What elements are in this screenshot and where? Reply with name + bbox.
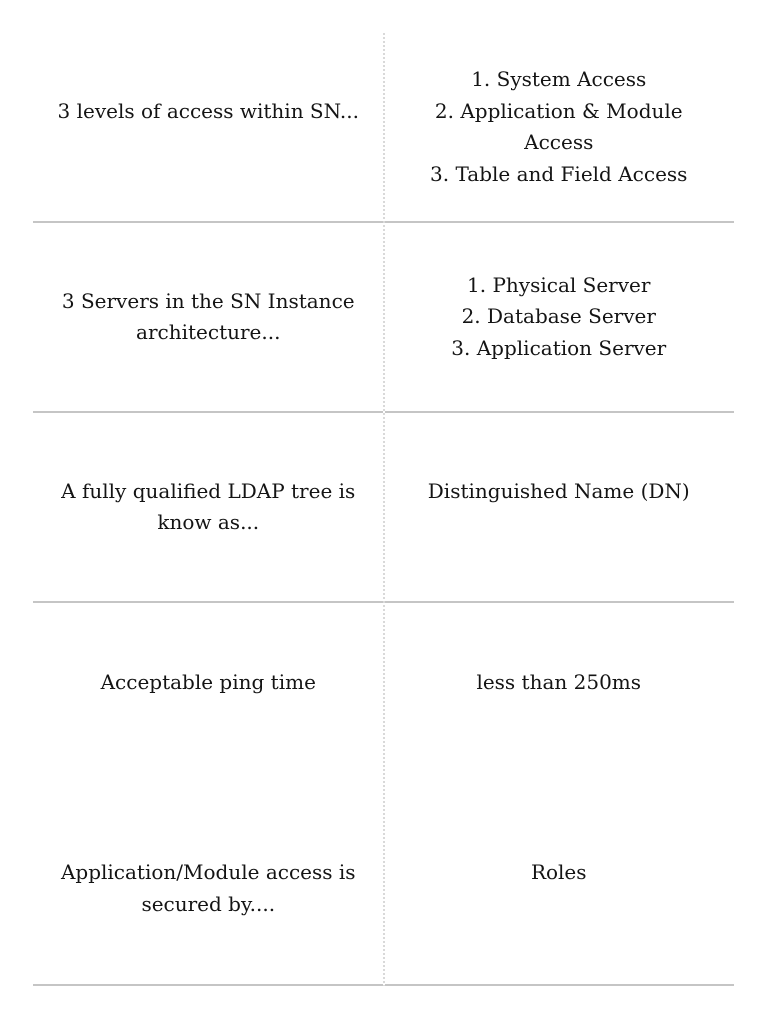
card-back-text: 3. Application Server bbox=[451, 335, 667, 360]
card-back-text: 2. Application & Module bbox=[434, 98, 683, 123]
card-back-text: 3. Table and Field Access bbox=[430, 161, 688, 186]
card-front: A fully qualified LDAP tree is know as..… bbox=[33, 413, 384, 601]
card-back: Distinguished Name (DN) bbox=[384, 413, 735, 601]
card-front: Application/Module access is secured by.… bbox=[33, 793, 384, 984]
card-front-text: Acceptable ping time bbox=[100, 669, 316, 694]
card-front-text: know as... bbox=[157, 510, 260, 534]
card-back: 1. System Access 2. Application & Module… bbox=[384, 33, 735, 221]
card-back-text: 1. System Access bbox=[471, 67, 647, 91]
card-front: 3 Servers in the SN Instance architectur… bbox=[33, 223, 384, 411]
card-front-text: 3 levels of access within SN... bbox=[57, 98, 359, 123]
card-back-text: less than 250ms bbox=[476, 669, 642, 694]
card-back: 1. Physical Server 2. Database Server 3.… bbox=[384, 223, 735, 411]
card-front-text: Application/Module access is bbox=[60, 860, 356, 884]
card-back: less than 250ms bbox=[384, 603, 735, 793]
card-back-text: 1. Physical Server bbox=[467, 272, 651, 297]
card-front-text: 3 Servers in the SN Instance bbox=[61, 288, 355, 313]
card-front-text: architecture... bbox=[136, 320, 281, 344]
card-front-text: secured by.... bbox=[141, 891, 276, 916]
card-front: Acceptable ping time bbox=[33, 603, 384, 793]
card-back-text: 2. Database Server bbox=[461, 304, 656, 329]
card-front-text: A fully qualified LDAP tree is bbox=[61, 478, 356, 503]
card-back-text: Roles bbox=[530, 860, 587, 884]
card-back-text: Distinguished Name (DN) bbox=[427, 478, 690, 503]
card-row: 3 levels of access within SN... 1. Syste… bbox=[33, 33, 734, 223]
card-back: Roles bbox=[384, 793, 735, 984]
card-front: 3 levels of access within SN... bbox=[33, 33, 384, 221]
card-row: Acceptable ping time less than 250ms bbox=[33, 603, 734, 793]
flashcards-table: 3 levels of access within SN... 1. Syste… bbox=[33, 33, 734, 986]
card-row: 3 Servers in the SN Instance architectur… bbox=[33, 223, 734, 413]
column-divider-dotted-line bbox=[382, 33, 385, 986]
card-back-text: Access bbox=[524, 130, 594, 154]
